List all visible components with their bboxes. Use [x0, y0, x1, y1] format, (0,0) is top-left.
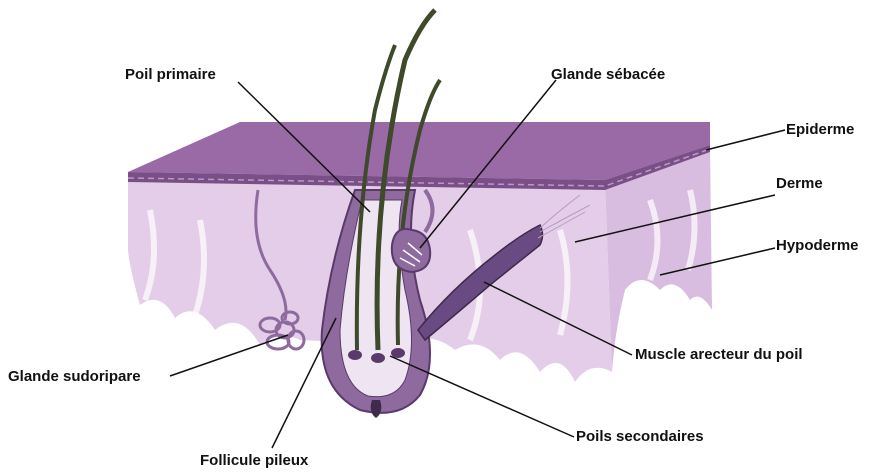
label-glande-sebacee: Glande sébacée [551, 66, 665, 84]
label-follicule-pileux: Follicule pileux [200, 452, 308, 470]
label-poils-secondaires: Poils secondaires [576, 428, 704, 446]
label-derme: Derme [776, 175, 823, 193]
label-epiderme: Epiderme [786, 121, 854, 139]
papilla [371, 400, 382, 418]
hair-bulb [371, 353, 385, 363]
hair-bulb [348, 350, 362, 360]
label-glande-sudoripare: Glande sudoripare [8, 368, 141, 386]
label-poil-primaire: Poil primaire [125, 66, 216, 84]
label-hypoderme: Hypoderme [776, 237, 859, 255]
label-muscle-arecteur: Muscle arecteur du poil [635, 346, 803, 364]
leader-epiderme [706, 130, 785, 150]
leader-glande-sudoripare [170, 335, 288, 376]
sebaceous-gland [392, 229, 430, 272]
hair-bulb [391, 348, 405, 358]
